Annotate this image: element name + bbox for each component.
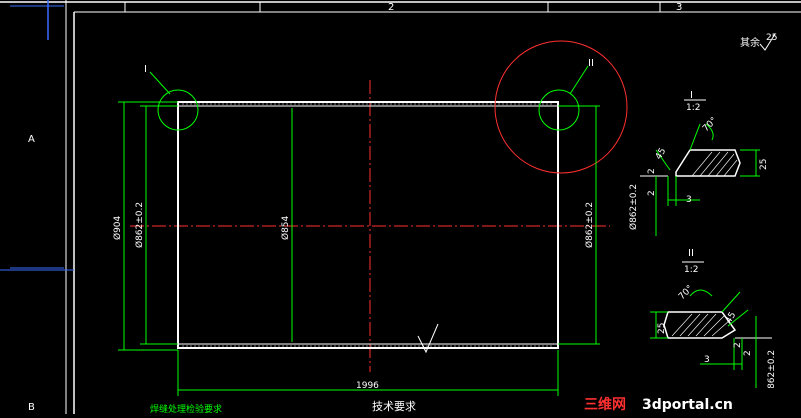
vertical-dimension-lines — [118, 101, 600, 396]
watermark-url: 3dportal.cn — [642, 397, 733, 413]
detail-1-step-a: 2 — [647, 168, 657, 174]
tech-note: 焊缝处理检验要求 — [150, 403, 222, 414]
detail-2-height: 25 — [657, 323, 667, 334]
watermark-backing — [580, 388, 801, 414]
watermark-cn: 三维网 — [584, 396, 626, 413]
detail-2-step-a: 2 — [733, 342, 743, 348]
zone-label-left-a: A — [28, 134, 35, 145]
detail-2-angle: 70° — [677, 284, 695, 302]
detail-1-step-b: 3 — [686, 195, 692, 205]
roughness-note: 其余 — [740, 36, 760, 49]
tech-requirements-title: 技术要求 — [372, 400, 416, 413]
highlight-circle — [494, 40, 628, 174]
roughness-value: 25 — [766, 33, 777, 43]
callout-label-1: I — [144, 64, 147, 75]
dim-outer-diameter: Ø904 — [112, 215, 123, 240]
callout-leader-2 — [569, 65, 589, 95]
detail-1-scale: 1:2 — [686, 103, 700, 113]
zone-label-left-b: B — [28, 402, 35, 413]
dim-inner-diameter: Ø854 — [280, 215, 291, 240]
detail-2-label: II — [688, 248, 694, 259]
zone-label-top-2: 2 — [388, 2, 394, 13]
detail-2-step-b: 3 — [704, 355, 710, 365]
detail-1-height: 25 — [759, 159, 769, 170]
detail-1-gap: 2 — [647, 190, 657, 196]
callout-leader-1 — [149, 71, 171, 95]
detail-1-diameter: Ø862±0.2 — [628, 184, 639, 230]
detail-view-2[interactable]: II 1:2 70° 45 25 2 2 3 Ø862±0.2 — [650, 248, 777, 396]
detail-2-gap: 2 — [743, 350, 753, 356]
dim-overall-length: 1996 — [356, 381, 379, 391]
callout-label-2: II — [588, 58, 594, 69]
detail-2-diameter: Ø862±0.2 — [766, 350, 777, 396]
dim-left-diameter: Ø862±0.2 — [134, 202, 145, 248]
detail-2-chamfer: 45 — [724, 311, 738, 326]
detail-1-chamfer: 45 — [654, 147, 668, 162]
zone-label-top-3: 3 — [676, 2, 682, 13]
detail-view-1[interactable]: I 1:2 70° 45 25 2 2 3 Ø862±0.2 — [628, 90, 769, 236]
detail-2-scale: 1:2 — [684, 265, 698, 275]
detail-1-label: I — [690, 90, 693, 101]
cylinder-body[interactable] — [177, 101, 559, 349]
weld-symbol-icon — [417, 323, 439, 354]
dim-right-diameter: Ø862±0.2 — [584, 202, 595, 248]
roughness-symbol-icon — [759, 33, 776, 51]
callout-circle-1[interactable] — [157, 89, 199, 131]
callout-circle-2[interactable] — [538, 89, 580, 131]
detail-1-angle: 70° — [701, 116, 719, 134]
